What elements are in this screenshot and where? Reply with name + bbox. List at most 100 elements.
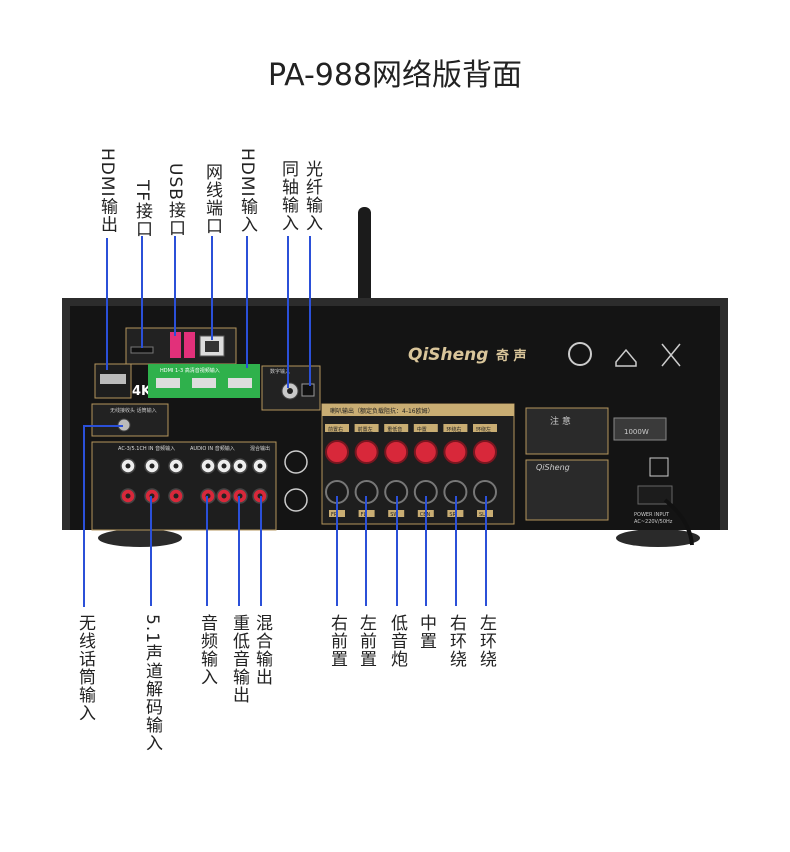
svg-text:POWER INPUT: POWER INPUT bbox=[634, 512, 670, 518]
speaker-code-label: FR bbox=[331, 512, 338, 518]
leader-fl bbox=[365, 496, 367, 606]
rca-jack-hole bbox=[221, 493, 227, 499]
leader-center bbox=[425, 496, 427, 606]
leader-hdmi-out bbox=[106, 238, 108, 370]
spec-label bbox=[525, 459, 609, 521]
leader-tf bbox=[141, 236, 143, 348]
leader-sl bbox=[485, 496, 487, 606]
svg-text:AUDIO IN 音频输入: AUDIO IN 音频输入 bbox=[190, 445, 235, 452]
svg-text:注 意: 注 意 bbox=[550, 415, 571, 427]
speaker-channel-tag bbox=[473, 424, 497, 432]
svg-text:无线接收头 话筒输入: 无线接收头 话筒输入 bbox=[110, 407, 157, 414]
speaker-terminal-positive[interactable] bbox=[325, 440, 349, 464]
foot-right bbox=[616, 529, 700, 547]
brand-cn: 奇 声 bbox=[496, 348, 527, 364]
speaker-code-label: SW bbox=[390, 512, 398, 518]
usb-port-1 bbox=[170, 332, 181, 358]
page-title: PA-988网络版背面 bbox=[267, 58, 523, 93]
speaker-terminal-positive[interactable] bbox=[443, 440, 468, 464]
speaker-channel-tag bbox=[325, 424, 349, 432]
label-lan: 网线端口 bbox=[202, 163, 222, 235]
leader-mic bbox=[83, 425, 85, 607]
label-hdmi-in: HDMI输入 bbox=[237, 148, 257, 234]
svg-text:QiSheng: QiSheng bbox=[536, 463, 570, 472]
power-plug bbox=[637, 485, 673, 505]
label-sw: 低音炮 bbox=[387, 614, 407, 668]
speaker-terminal-positive[interactable] bbox=[473, 440, 497, 464]
label-coax: 同轴输入 bbox=[278, 160, 298, 232]
rca-jack-hole bbox=[149, 463, 155, 469]
mic-block bbox=[91, 403, 169, 437]
speaker-channel-label: 环绕左 bbox=[476, 426, 491, 433]
label-mix-out: 混合输出 bbox=[252, 614, 272, 686]
leader-usb bbox=[174, 236, 176, 336]
leader-sr bbox=[455, 496, 457, 606]
rca-jack-hole bbox=[257, 463, 263, 469]
label-optical: 光纤输入 bbox=[302, 160, 322, 232]
speaker-code-label: SL bbox=[479, 512, 485, 518]
speaker-channel-label: 中置 bbox=[417, 426, 427, 433]
leader-hdmi-in bbox=[246, 236, 248, 368]
svg-text:HDMI 1-3 高清音视频输入: HDMI 1-3 高清音视频输入 bbox=[160, 367, 220, 374]
recycle-icon bbox=[568, 342, 592, 366]
speaker-channel-tag bbox=[384, 424, 409, 432]
speaker-terminal-positive[interactable] bbox=[413, 440, 438, 464]
rca-block bbox=[91, 441, 277, 531]
rca-jack-hole bbox=[173, 493, 179, 499]
svg-text:混合输出: 混合输出 bbox=[250, 445, 270, 452]
house-icon bbox=[615, 348, 637, 367]
optical-port bbox=[301, 383, 315, 397]
power-socket-frame bbox=[649, 457, 669, 477]
svg-text:喇叭输出（额定负载阻抗：4-16欧姆）: 喇叭输出（额定负载阻抗：4-16欧姆） bbox=[330, 407, 434, 415]
leader-lan bbox=[211, 236, 213, 340]
speaker-channel-label: 前置左 bbox=[358, 426, 373, 433]
speaker-channel-tag bbox=[413, 424, 438, 432]
speaker-terminal-positive[interactable] bbox=[384, 440, 409, 464]
label-audio-in: 音频输入 bbox=[197, 614, 217, 686]
rca-jack-hole bbox=[205, 463, 211, 469]
label-center: 中置 bbox=[416, 614, 436, 650]
rca-jack-hole bbox=[173, 463, 179, 469]
leader-audio-in bbox=[206, 496, 208, 606]
svg-text:数字输入: 数字输入 bbox=[270, 368, 290, 375]
brand-logo: QiSheng bbox=[408, 345, 488, 365]
power-cord bbox=[663, 498, 694, 546]
speaker-channel-tag bbox=[354, 424, 379, 432]
label-sr: 右环绕 bbox=[446, 614, 466, 668]
rca-jack-hole bbox=[125, 463, 131, 469]
label-sl: 左环绕 bbox=[476, 614, 496, 668]
label-mic: 无线话筒输入 bbox=[75, 614, 95, 722]
speaker-channel-tag bbox=[443, 424, 468, 432]
badge-4k: 4K bbox=[132, 384, 152, 399]
foot-left bbox=[98, 529, 182, 547]
leader-sw bbox=[396, 496, 398, 606]
leader-decode51 bbox=[150, 496, 152, 606]
speaker-code-label: SR bbox=[449, 512, 456, 518]
leader-fr bbox=[336, 496, 338, 606]
rca-jack-hole bbox=[237, 463, 243, 469]
leader-mix-out bbox=[260, 496, 262, 606]
leader-mic-h bbox=[83, 425, 123, 427]
svg-text:AC-3/5.1CH IN 音频输入: AC-3/5.1CH IN 音频输入 bbox=[118, 445, 175, 452]
label-sub-out: 重低音输出 bbox=[229, 614, 249, 704]
mountain-icon bbox=[284, 488, 308, 512]
speaker-channel-label: 环绕右 bbox=[446, 426, 461, 433]
label-hdmi-out: HDMI输出 bbox=[97, 148, 117, 234]
label-usb: USB接口 bbox=[165, 163, 185, 237]
speaker-code-label: FL bbox=[361, 512, 367, 518]
leader-sub-out bbox=[238, 496, 240, 606]
svg-text:AC~220V/50Hz: AC~220V/50Hz bbox=[634, 519, 673, 525]
rca-jack-hole bbox=[221, 463, 227, 469]
heat-icon bbox=[284, 450, 308, 474]
caution-label bbox=[525, 407, 609, 455]
label-fl: 左前置 bbox=[356, 614, 376, 668]
label-fr: 右前置 bbox=[327, 614, 347, 668]
speaker-channel-label: 重低音 bbox=[387, 426, 402, 433]
rca-jack-hole bbox=[125, 493, 131, 499]
label-decode51: 5.1声道解码输入 bbox=[142, 614, 162, 753]
bin-icon bbox=[661, 343, 681, 367]
speaker-terminal-positive[interactable] bbox=[354, 440, 379, 464]
speaker-channel-label: 前置右 bbox=[328, 426, 343, 433]
leader-optical bbox=[309, 236, 311, 386]
